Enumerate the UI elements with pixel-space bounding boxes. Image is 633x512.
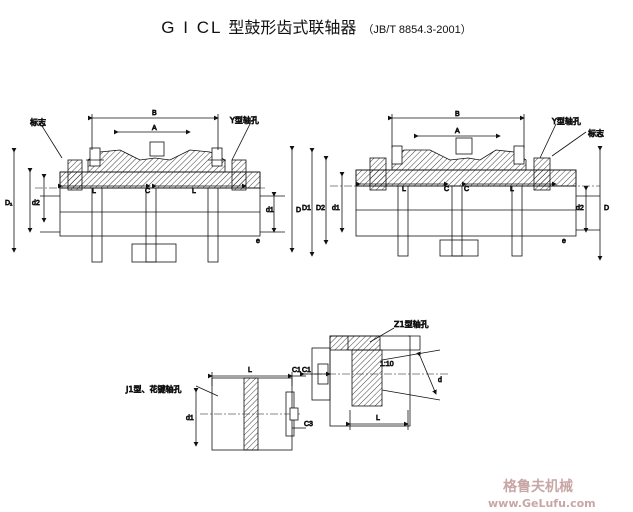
left-dim-L-left: L — [92, 188, 96, 195]
right-bore-label: Y型轴孔 — [551, 116, 581, 126]
right-dim-L-left: L — [402, 186, 406, 193]
left-dim-L-right: L — [192, 188, 196, 195]
title-name: 型鼓形齿式联轴器 — [228, 18, 357, 37]
right-dim-C-right: C — [464, 186, 469, 193]
title-model: G I CL — [161, 18, 223, 37]
left-dim-e: e — [256, 238, 260, 245]
right-mark-label: 标志 — [588, 128, 604, 138]
j1-dim-d1: d1 — [186, 415, 194, 422]
j1-dim-L: L — [248, 367, 252, 374]
right-dim-L-right: L — [510, 186, 514, 193]
z1-dim-C1: C1 — [302, 367, 311, 374]
j1-dim-C1: C1 — [292, 367, 301, 374]
left-dim-B: B — [152, 110, 157, 117]
right-dim-D: D — [604, 205, 609, 212]
watermark-cn: 格鲁夫机械 — [503, 478, 573, 495]
j1-bore-view: J1型、花键轴孔 L C1 C3 d1 — [125, 367, 313, 451]
right-dim-d2: d2 — [576, 205, 584, 212]
drawing-title: G I CL 型鼓形齿式联轴器 （JB/T 8854.3-2001） — [0, 14, 633, 38]
right-dim-B: B — [455, 111, 460, 118]
left-dim-A: A — [152, 125, 157, 132]
left-dim-D: D — [296, 207, 301, 214]
right-dim-C-left: C — [444, 186, 449, 193]
left-mark-label: 标志 — [30, 117, 46, 127]
right-dim-A: A — [455, 128, 460, 135]
z1-taper: 1:10 — [380, 361, 394, 368]
j1-bore-label: J1型、花键轴孔 — [125, 384, 181, 394]
left-coupling-view: 标志 Y型轴孔 B A D₁ d2 L L C d1 D e — [5, 110, 301, 263]
left-bore-label: Y型轴孔 — [229, 115, 259, 125]
z1-bore-view: Z1型轴孔 1:10 C1 L d — [300, 319, 450, 430]
right-dim-D1: D1 — [302, 205, 311, 212]
right-dim-e: e — [562, 238, 566, 245]
left-dim-d1: d1 — [266, 207, 274, 214]
right-dim-d1: d1 — [332, 205, 340, 212]
z1-bore-label: Z1型轴孔 — [394, 319, 429, 329]
j1-dim-C3: C3 — [304, 421, 313, 428]
left-dim-D1: D₁ — [5, 200, 13, 207]
right-dim-D2: D2 — [316, 205, 325, 212]
watermark-url: www.GeLufu.com — [488, 497, 596, 510]
right-coupling-view: 标志 Y型轴孔 B A D1 D2 d1 L L C C d2 D e — [302, 111, 609, 261]
z1-dim-d: d — [438, 377, 442, 384]
left-dim-d2: d2 — [32, 200, 40, 207]
left-dim-C: C — [145, 188, 150, 195]
z1-dim-L: L — [376, 415, 380, 422]
title-standard: （JB/T 8854.3-2001） — [362, 24, 472, 36]
